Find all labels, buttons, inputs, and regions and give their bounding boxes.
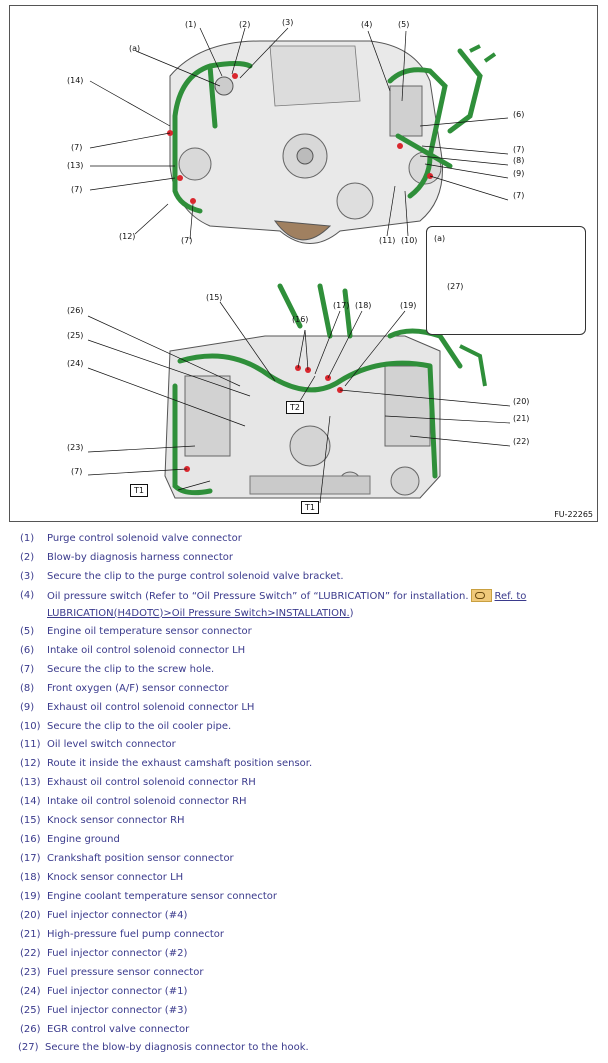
callout-14: (14) (67, 76, 84, 85)
callout-7c: (7) (71, 185, 83, 194)
legend-row: (16)Engine ground (20, 834, 120, 846)
callout-a: (a) (129, 44, 141, 53)
legend-text-tail: ) (349, 607, 354, 619)
torque-tag-t1-bottom: T1 (301, 501, 319, 514)
legend-row: (19)Engine coolant temperature sensor co… (20, 890, 277, 902)
legend-text: Oil pressure switch (Refer to “Oil Press… (47, 590, 469, 602)
callout-4: (4) (361, 20, 373, 29)
torque-tag-t1-left: T1 (130, 484, 148, 497)
legend-row: (27)Secure the blow-by diagnosis connect… (18, 1042, 309, 1054)
engine-harness-figure: (1) (2) (3) (a) (4) (5) (14) (6) (7) (7)… (9, 5, 598, 522)
lower-engine-drawing (164, 283, 487, 499)
upper-leader-lines (89, 27, 509, 240)
callout-13: (13) (67, 161, 84, 170)
legend-row: (14)Intake oil control solenoid connecto… (20, 796, 247, 808)
callout-24: (24) (67, 359, 84, 368)
legend-row: (20)Fuel injector connector (#4) (20, 909, 188, 921)
legend-row: (22)Fuel injector connector (#2) (20, 947, 188, 959)
callout-7g: (7) (71, 467, 83, 476)
legend-list: (1)Purge control solenoid valve connecto… (18, 530, 598, 1058)
legend-row: (18)Knock sensor connector LH (20, 872, 184, 883)
legend-row: (17)Crankshaft position sensor connector (20, 853, 234, 865)
callout-7d: (7) (513, 191, 525, 200)
callout-12: (12) (119, 232, 136, 241)
reference-link-path[interactable]: LUBRICATION(H4DOTC)>Oil Pressure Switch>… (47, 607, 350, 619)
legend-row: (12)Route it inside the exhaust camshaft… (20, 758, 313, 770)
callout-8: (8) (513, 156, 525, 165)
upper-engine-drawing (167, 40, 497, 244)
engine-illustration (87, 27, 576, 504)
callout-7e: (7) (181, 236, 193, 245)
legend-row: (25)Fuel injector connector (#3) (20, 1004, 188, 1016)
legend-row: (6)Intake oil control solenoid connector… (20, 644, 246, 656)
lower-leader-lines (87, 301, 511, 504)
legend-row: (15)Knock sensor connector RH (20, 815, 185, 827)
callout-23: (23) (67, 443, 84, 452)
legend-row: (5)Engine oil temperature sensor connect… (20, 625, 252, 637)
callout-7b: (7) (513, 145, 525, 154)
legend-row: (21)High-pressure fuel pump connector (20, 928, 224, 940)
callout-19: (19) (400, 301, 417, 310)
legend-row: (3)Secure the clip to the purge control … (20, 570, 344, 582)
figure-code: FU-22265 (554, 510, 593, 519)
legend-row: (10)Secure the clip to the oil cooler pi… (20, 720, 232, 732)
callout-17: (17) (333, 301, 350, 310)
callout-3: (3) (282, 18, 294, 27)
legend-row: (13)Exhaust oil control solenoid connect… (20, 777, 256, 789)
callout-22: (22) (513, 437, 530, 446)
callout-27: (27) (447, 282, 464, 291)
reference-link-icon[interactable] (470, 589, 492, 603)
callout-26: (26) (67, 306, 84, 315)
callout-2: (2) (239, 20, 251, 29)
callout-9: (9) (513, 169, 525, 178)
legend-row: (8)Front oxygen (A/F) sensor connector (20, 682, 229, 694)
inset-label-a: (a) (434, 234, 446, 243)
torque-tag-t2: T2 (286, 401, 304, 414)
callout-18: (18) (355, 301, 372, 310)
callout-21: (21) (513, 414, 530, 423)
inset-detail-a (426, 226, 586, 335)
legend-row: (24)Fuel injector connector (#1) (20, 985, 188, 997)
callout-25: (25) (67, 331, 84, 340)
callout-1: (1) (185, 20, 197, 29)
callout-20: (20) (513, 397, 530, 406)
legend-row: (26)EGR control valve connector (20, 1023, 190, 1035)
legend-row: (1)Purge control solenoid valve connecto… (20, 533, 242, 544)
callout-10: (10) (401, 236, 418, 245)
legend-row: (11)Oil level switch connector (20, 739, 176, 751)
legend-row: (4) Oil pressure switch (Refer to “Oil P… (20, 589, 527, 619)
legend-row: (23)Fuel pressure sensor connector (20, 966, 204, 978)
callout-15: (15) (206, 293, 223, 302)
callout-5: (5) (398, 20, 410, 29)
callout-6: (6) (513, 110, 525, 119)
legend-row: (9)Exhaust oil control solenoid connecto… (20, 701, 255, 713)
callout-7a: (7) (71, 143, 83, 152)
callout-11: (11) (379, 236, 396, 245)
legend-row: (7)Secure the clip to the screw hole. (20, 663, 215, 675)
legend-row: (2)Blow-by diagnosis harness connector (20, 551, 234, 563)
callout-16: (16) (292, 315, 309, 324)
reference-link[interactable]: Ref. to (494, 590, 527, 602)
